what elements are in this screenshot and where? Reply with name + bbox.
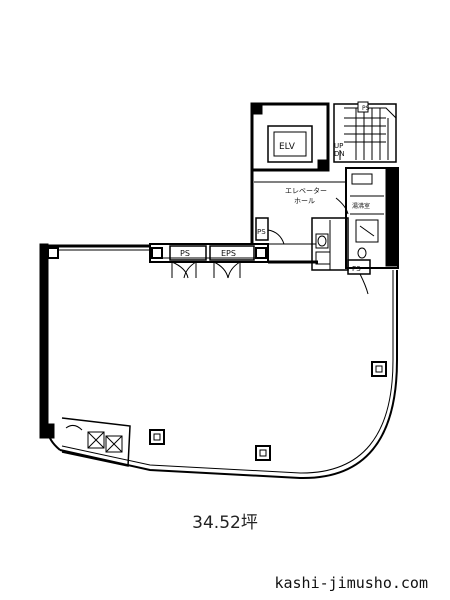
elevator-label: ELV [279, 142, 296, 152]
website-watermark: kashi-jimusho.com [274, 574, 428, 592]
wc-block [311, 167, 399, 295]
ps-wc-label: PS [352, 265, 361, 273]
elevator-hall [250, 170, 346, 245]
eps-main-label: EPS [221, 249, 236, 258]
balcony-area [61, 417, 131, 467]
dn-label: DN [334, 150, 345, 158]
elevator-core [250, 102, 330, 172]
stair-ps-label: PS [362, 105, 370, 112]
kitchen-label: 湯沸室 [352, 202, 370, 210]
ps-main-label: PS [180, 249, 190, 258]
shafts [169, 245, 255, 279]
stair [333, 101, 397, 163]
floor-area: 34.52坪 [192, 513, 258, 533]
up-label: UP [334, 142, 343, 150]
columns [47, 247, 387, 461]
elevator-hall-label-1: エレベーター [285, 186, 327, 195]
elevator-hall-label-2: ホール [294, 197, 315, 205]
ps-hall-label: PS [257, 228, 266, 236]
